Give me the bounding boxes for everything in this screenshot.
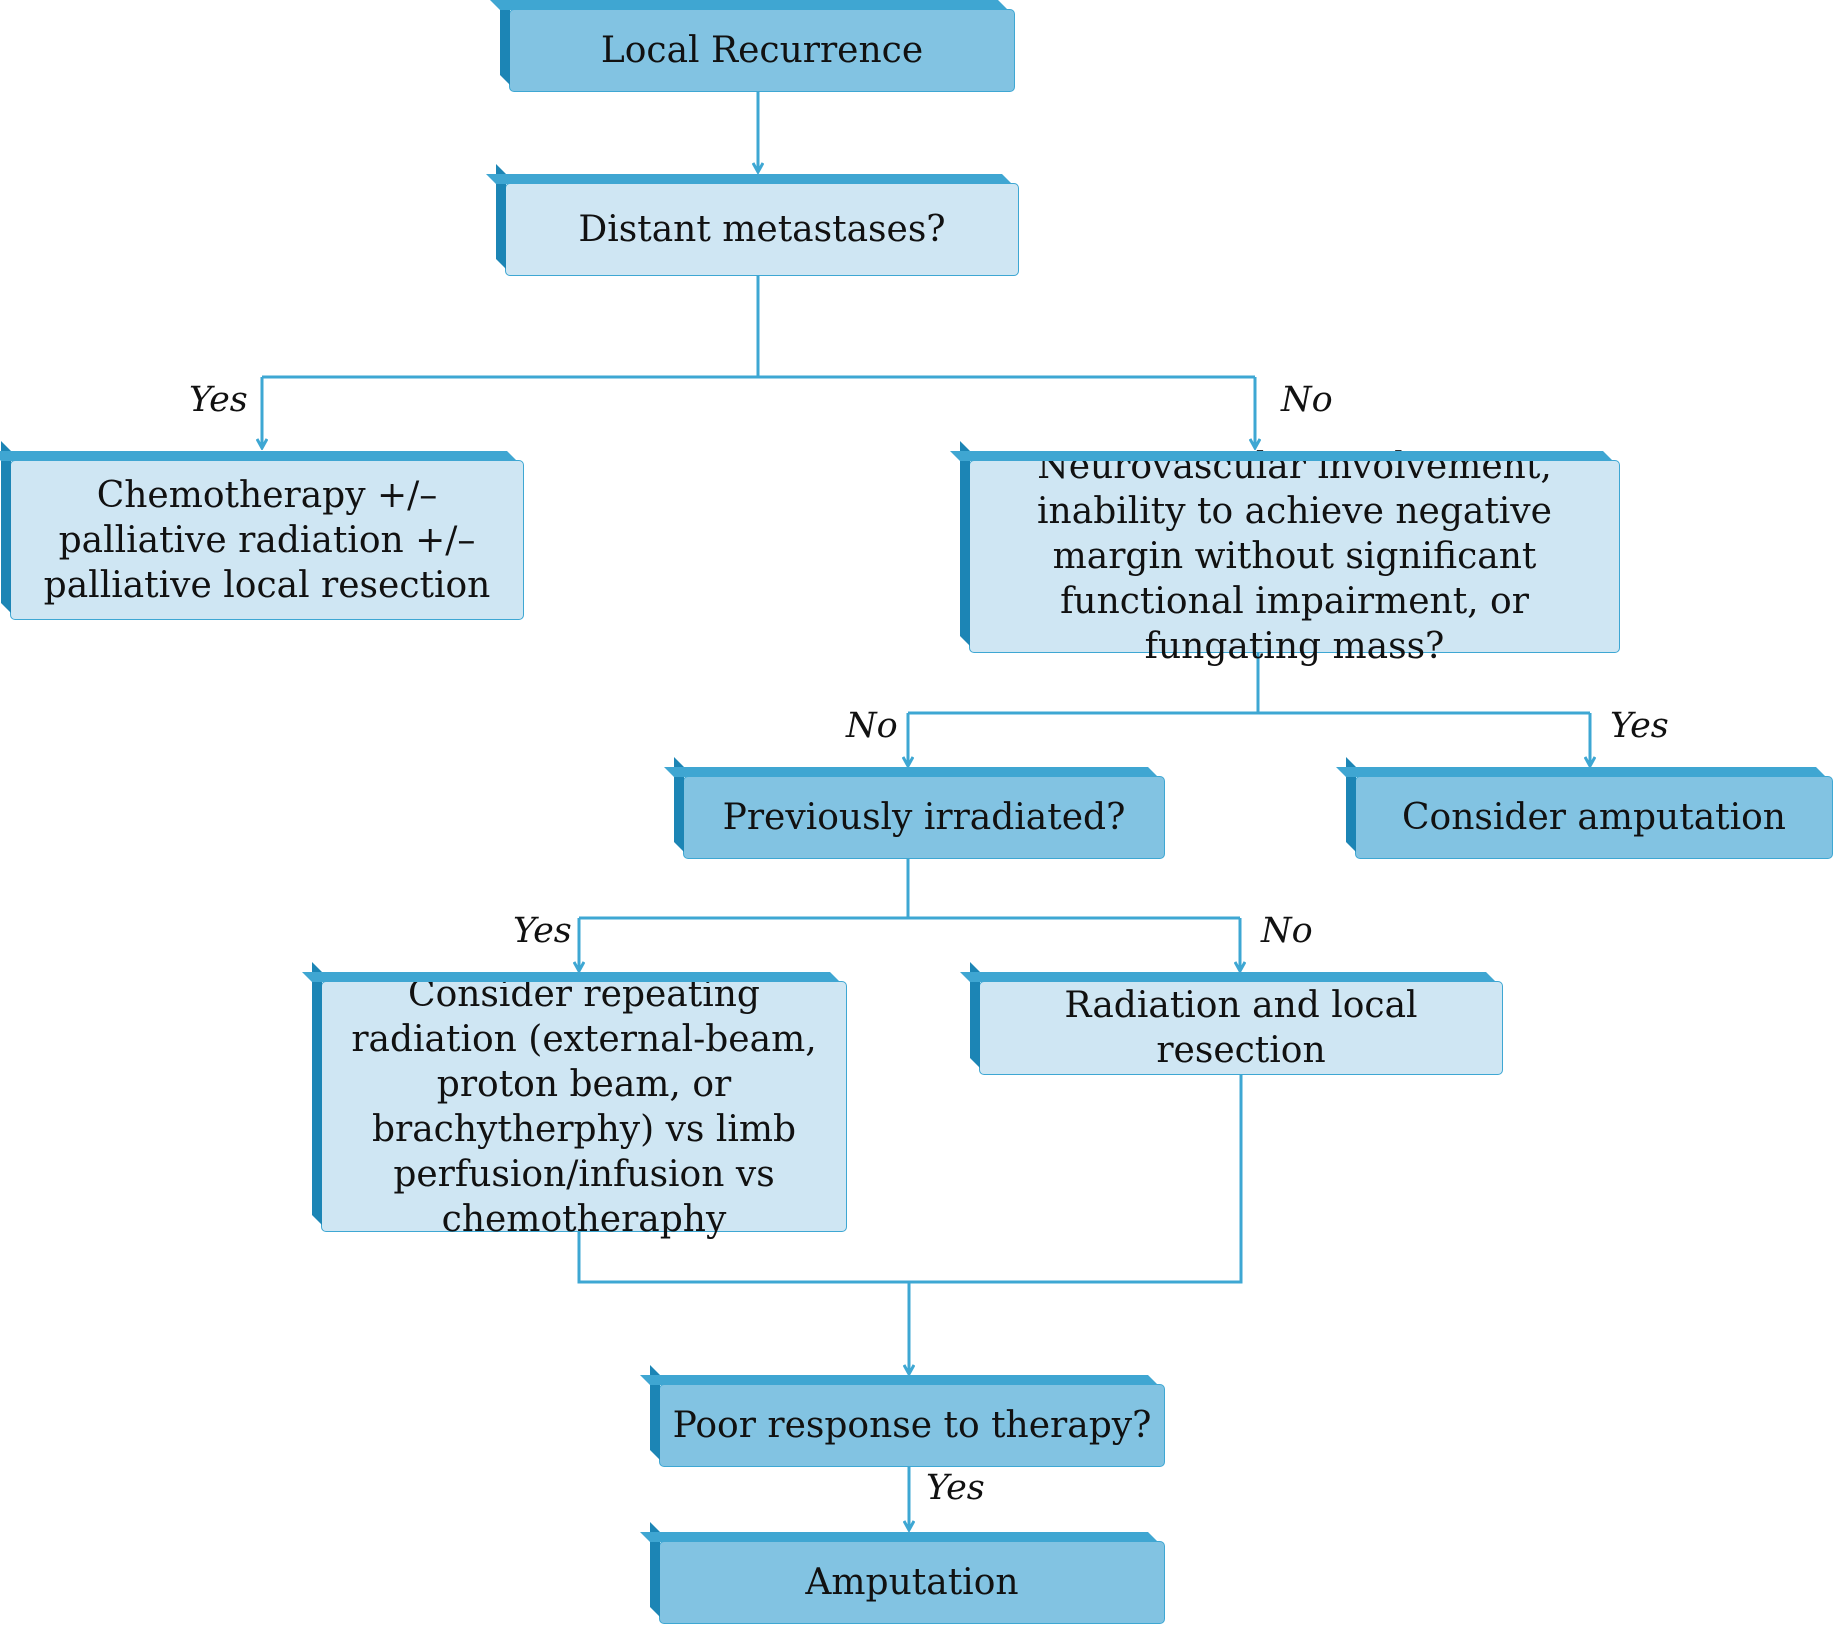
irradiated-yes-label: Yes	[513, 911, 572, 951]
neurovascular-no-label: No	[846, 706, 898, 746]
neurovascular-yes-label: Yes	[1610, 706, 1669, 746]
connector-merge	[577, 1075, 1243, 1374]
metastases-no-label: No	[1281, 380, 1333, 420]
poor-response-yes-label: Yes	[926, 1468, 985, 1508]
previously-irradiated-node: Previously irradiated?	[683, 776, 1165, 859]
radiation-local-resection-node: Radiation and local resection	[979, 981, 1503, 1075]
distant-metastases-node: Distant metastases?	[505, 183, 1019, 276]
metastases-yes-label: Yes	[189, 380, 248, 420]
neurovascular-node: Neurovascular involvement, inability to …	[969, 446, 1620, 667]
irradiated-no-label: No	[1261, 911, 1313, 951]
local-recurrence-node: Local Recurrence	[509, 9, 1015, 92]
connector-metastases-split	[262, 276, 1255, 379]
chemotherapy-node: Chemotherapy +/– palliative radiation +/…	[10, 460, 524, 620]
connector-irradiated-split	[579, 859, 1240, 920]
amputation-node: Amputation	[659, 1541, 1165, 1624]
consider-repeating-node: Consider repeating radiation (external-b…	[321, 974, 847, 1240]
consider-amputation-node: Consider amputation	[1355, 776, 1833, 859]
poor-response-node: Poor response to therapy?	[659, 1384, 1165, 1467]
